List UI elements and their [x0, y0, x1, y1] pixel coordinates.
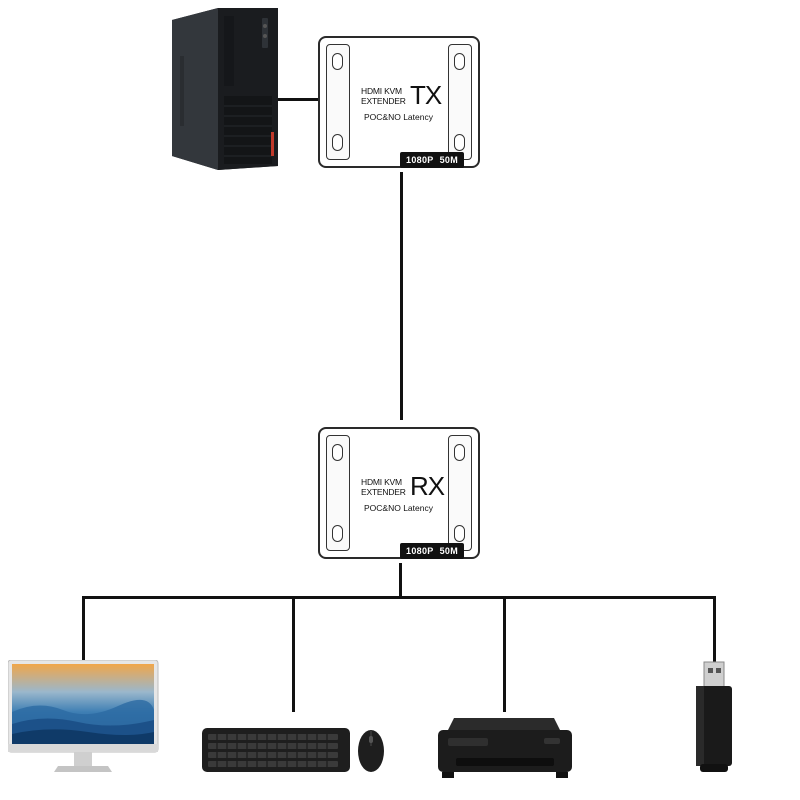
monitor-icon — [8, 660, 159, 772]
rx-subtitle: POC&NO Latency — [364, 503, 433, 513]
mouse-icon — [358, 730, 384, 772]
rx-extender: HDMI KVM EXTENDER RX POC&NO Latency 1080… — [318, 427, 480, 559]
keyboard-icon — [202, 728, 350, 772]
screw-slot-icon — [454, 134, 465, 151]
screw-slot-icon — [454, 53, 465, 70]
tx-subtitle: POC&NO Latency — [364, 112, 433, 122]
tx-label: TX — [410, 80, 442, 110]
tx-label-line2: EXTENDER — [361, 96, 406, 106]
screw-slot-icon — [332, 53, 343, 70]
screw-slot-icon — [332, 444, 343, 461]
rx-product-name: HDMI KVM EXTENDER — [361, 477, 406, 497]
tx-to-rx-cable — [400, 172, 403, 420]
rx-label-line1: HDMI KVM — [361, 477, 402, 487]
tx-extender: HDMI KVM EXTENDER TX POC&NO Latency 1080… — [318, 36, 480, 168]
rx-label: RX — [410, 471, 445, 501]
screw-slot-icon — [332, 525, 343, 542]
usb-drive-icon — [696, 661, 732, 772]
printer-icon — [438, 718, 572, 778]
mounting-rail-left — [326, 44, 350, 160]
screw-slot-icon — [332, 134, 343, 151]
mounting-rail-right — [448, 435, 472, 551]
pc-tower-icon — [172, 8, 278, 170]
mounting-rail-left — [326, 435, 350, 551]
rx-down-cable — [399, 563, 402, 597]
tx-label-line1: HDMI KVM — [361, 86, 402, 96]
drop-printer — [503, 596, 506, 712]
tx-product-name: HDMI KVM EXTENDER — [361, 86, 406, 106]
pc-to-tx-cable — [276, 98, 318, 101]
distribution-bus — [82, 596, 716, 599]
screw-slot-icon — [454, 444, 465, 461]
drop-monitor — [82, 596, 85, 662]
screw-slot-icon — [454, 525, 465, 542]
drop-keyboard-mouse — [292, 596, 295, 712]
drop-usb-drive — [713, 596, 716, 662]
rx-label-line2: EXTENDER — [361, 487, 406, 497]
mounting-rail-right — [448, 44, 472, 160]
